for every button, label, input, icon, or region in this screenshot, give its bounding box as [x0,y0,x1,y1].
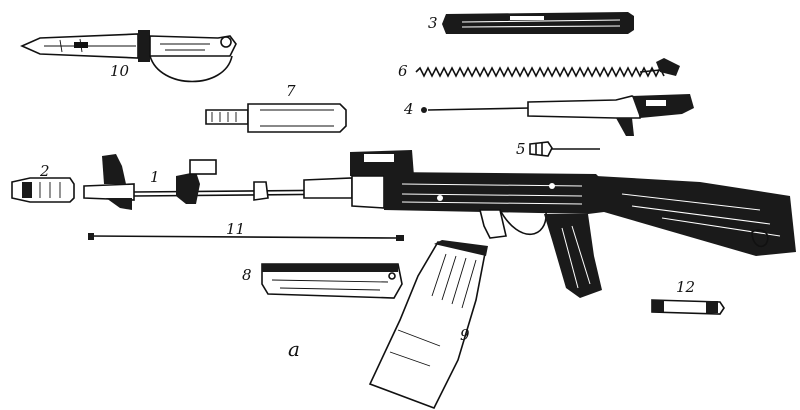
pistol-grip [544,214,602,298]
label-part-12: 12 [676,278,695,296]
label-part-6: 6 [398,62,408,80]
part-2-muzzle-device [11,177,75,203]
part-4-bolt-carrier [421,94,694,136]
part-10-bayonet [20,30,237,83]
label-part-10: 10 [110,62,130,80]
label-part-3: 3 [428,14,438,32]
part-3-gas-tube [442,12,634,34]
part-9-magazine [368,240,488,410]
part-1-barrel [83,154,353,210]
label-part-8: 8 [242,266,252,284]
figure-sublabel: a [288,337,300,361]
part-6-recoil-spring [415,58,680,78]
label-part-1: 1 [150,168,160,186]
label-part-11: 11 [226,220,245,238]
label-part-2: 2 [39,162,50,180]
part-7-gas-piston-tube [205,103,347,133]
part-11-cleaning-rod [88,233,404,241]
label-part-4: 4 [403,100,414,118]
label-part-5: 5 [516,140,526,158]
part-12-oiler [651,299,725,315]
receiver-assembly [350,150,796,256]
label-part-7: 7 [286,82,296,100]
label-part-9: 9 [460,326,470,344]
part-5-bolt [529,141,600,157]
part-8-lower-handguard [261,263,403,299]
